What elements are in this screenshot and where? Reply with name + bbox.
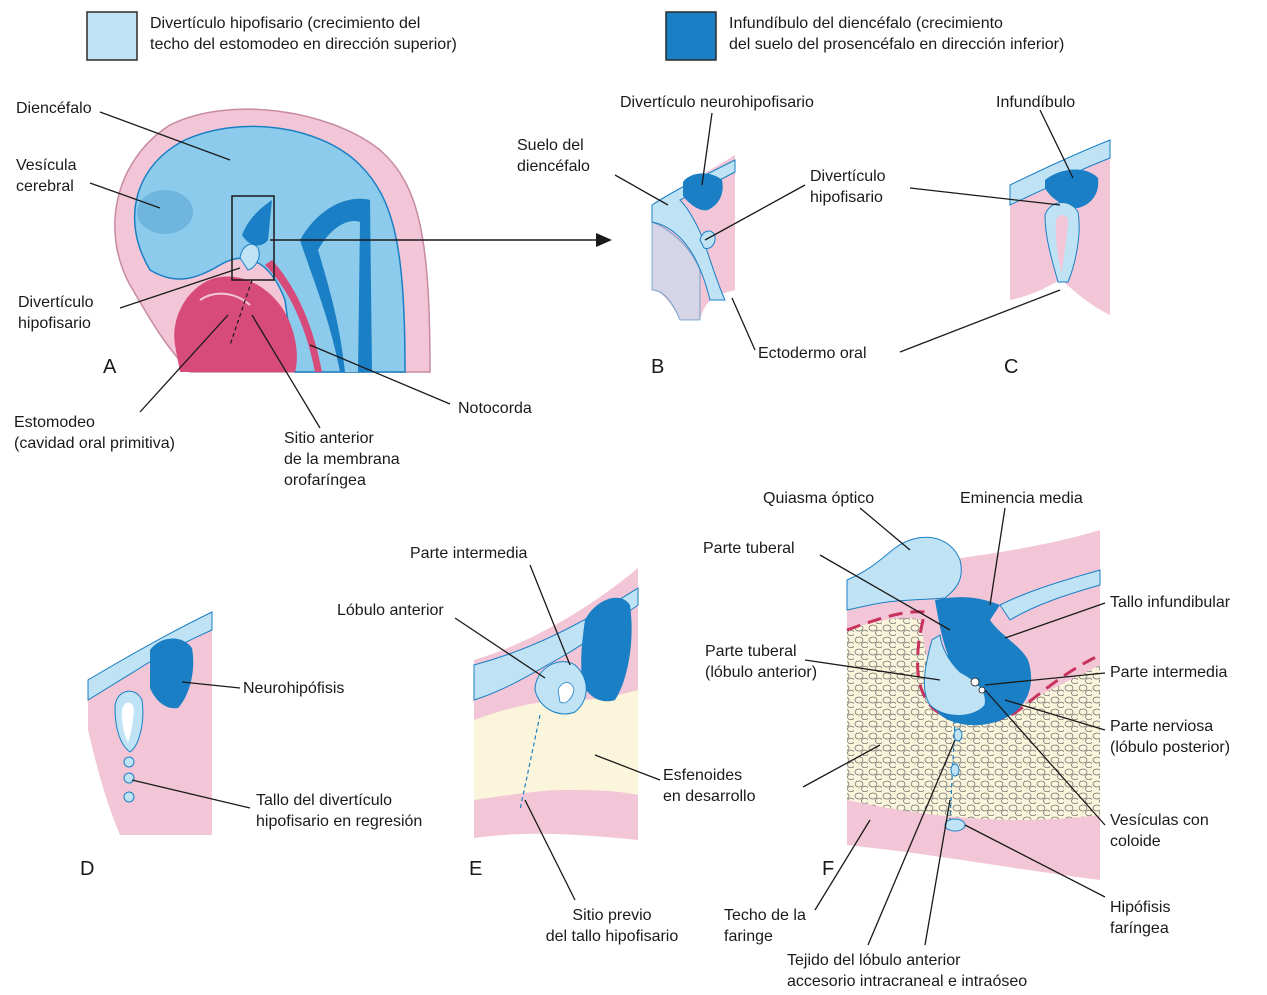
panel-label-a: A: [103, 356, 116, 379]
label-techo-line2: faringe: [724, 926, 806, 947]
panel-d-section: [88, 612, 212, 835]
label-vesiculas-line2: coloide: [1110, 831, 1209, 852]
label-vesiculas-line1: Vesículas con: [1110, 810, 1209, 831]
panel-e-section: [474, 568, 638, 840]
panel-b-section: [652, 155, 735, 320]
label-suelo-line2: diencéfalo: [517, 156, 590, 177]
panel-label-c: C: [1004, 356, 1018, 379]
label-sitio-anterior: Sitio anterior de la membrana orofarínge…: [284, 428, 400, 491]
label-parte-tuberal: Parte tuberal: [703, 538, 795, 559]
legend-swatch-dark: [666, 12, 716, 60]
legend-light-line2: techo del estomodeo en dirección superio…: [150, 34, 457, 55]
panel-label-b: B: [651, 356, 664, 379]
legend-light-text: Divertículo hipofisario (crecimiento del…: [150, 13, 457, 55]
label-suelo-diencefalo: Suelo del diencéfalo: [517, 135, 590, 177]
label-nerviosa-line1: Parte nerviosa: [1110, 716, 1230, 737]
label-divert-b-line1: Divertículo: [810, 166, 886, 187]
label-sitio-line1: Sitio anterior: [284, 428, 400, 449]
label-diverticulo-neurohipofisario: Divertículo neurohipofisario: [620, 92, 814, 113]
legend-dark-line1: Infundíbulo del diencéfalo (crecimiento: [729, 13, 1064, 34]
panel-label-f: F: [822, 858, 834, 881]
panel-label-d: D: [80, 858, 94, 881]
label-tallo-line1: Tallo del divertículo: [256, 790, 422, 811]
label-tejido-line1: Tejido del lóbulo anterior: [787, 950, 1027, 971]
label-hipofisis-line2: faríngea: [1110, 918, 1170, 939]
label-vesiculas-coloide: Vesículas con coloide: [1110, 810, 1209, 852]
label-parte-intermedia-f: Parte intermedia: [1110, 662, 1227, 683]
label-sitio-line3: orofaríngea: [284, 470, 400, 491]
label-hipofisis-line1: Hipófisis: [1110, 897, 1170, 918]
label-tallo-line2: hipofisario en regresión: [256, 811, 422, 832]
label-estomodeo: Estomodeo (cavidad oral primitiva): [14, 412, 175, 454]
label-parte-tuberal-lobulo: Parte tuberal (lóbulo anterior): [705, 641, 817, 683]
label-esfenoides-line2: en desarrollo: [663, 786, 756, 807]
label-neurohipofisis: Neurohipófisis: [243, 678, 344, 699]
label-tuberal2-line2: (lóbulo anterior): [705, 662, 817, 683]
label-estomodeo-line1: Estomodeo: [14, 412, 175, 433]
label-parte-nerviosa: Parte nerviosa (lóbulo posterior): [1110, 716, 1230, 758]
label-techo-faringe: Techo de la faringe: [724, 905, 806, 947]
label-divert-a-line1: Divertículo: [18, 292, 94, 313]
legend-dark-line2: del suelo del prosencéfalo en dirección …: [729, 34, 1064, 55]
panel-label-e: E: [469, 858, 482, 881]
label-ectodermo-oral: Ectodermo oral: [758, 343, 867, 364]
panel-f-section: [847, 530, 1100, 880]
label-hipofisis-faringea: Hipófisis faríngea: [1110, 897, 1170, 939]
label-eminencia-media: Eminencia media: [960, 488, 1083, 509]
label-parte-intermedia-e: Parte intermedia: [410, 543, 527, 564]
label-esfenoides: Esfenoides en desarrollo: [663, 765, 756, 807]
legend-dark-text: Infundíbulo del diencéfalo (crecimiento …: [729, 13, 1064, 55]
label-diverticulo-hipofisario-a: Divertículo hipofisario: [18, 292, 94, 334]
label-estomodeo-line2: (cavidad oral primitiva): [14, 433, 175, 454]
label-sitio-previo-line2: del tallo hipofisario: [522, 926, 702, 947]
label-vesicula-line1: Vesícula: [16, 155, 76, 176]
label-notocorda: Notocorda: [458, 398, 532, 419]
label-sitio-line2: de la membrana: [284, 449, 400, 470]
label-divert-b-line2: hipofisario: [810, 187, 886, 208]
label-infundibulo: Infundíbulo: [996, 92, 1075, 113]
label-sitio-previo-line1: Sitio previo: [522, 905, 702, 926]
panel-c-section: [1010, 140, 1110, 315]
label-tejido-lobulo-anterior: Tejido del lóbulo anterior accesorio int…: [787, 950, 1027, 992]
label-suelo-line1: Suelo del: [517, 135, 590, 156]
label-vesicula-line2: cerebral: [16, 176, 76, 197]
label-diencefalo: Diencéfalo: [16, 98, 92, 119]
label-divert-a-line2: hipofisario: [18, 313, 94, 334]
label-sitio-previo: Sitio previo del tallo hipofisario: [522, 905, 702, 947]
label-esfenoides-line1: Esfenoides: [663, 765, 756, 786]
label-tallo-infundibular: Tallo infundibular: [1110, 592, 1230, 613]
label-tallo-diverticulo: Tallo del divertículo hipofisario en reg…: [256, 790, 422, 832]
label-techo-line1: Techo de la: [724, 905, 806, 926]
label-lobulo-anterior: Lóbulo anterior: [337, 600, 444, 621]
label-diverticulo-hipofisario-b: Divertículo hipofisario: [810, 166, 886, 208]
label-nerviosa-line2: (lóbulo posterior): [1110, 737, 1230, 758]
label-quiasma-optico: Quiasma óptico: [763, 488, 874, 509]
zoom-arrowhead: [596, 233, 612, 247]
legend-light-line1: Divertículo hipofisario (crecimiento del: [150, 13, 457, 34]
label-tuberal2-line1: Parte tuberal: [705, 641, 817, 662]
label-tejido-line2: accesorio intracraneal e intraóseo: [787, 971, 1027, 992]
label-vesicula-cerebral: Vesícula cerebral: [16, 155, 76, 197]
legend-swatch-light: [87, 12, 137, 60]
